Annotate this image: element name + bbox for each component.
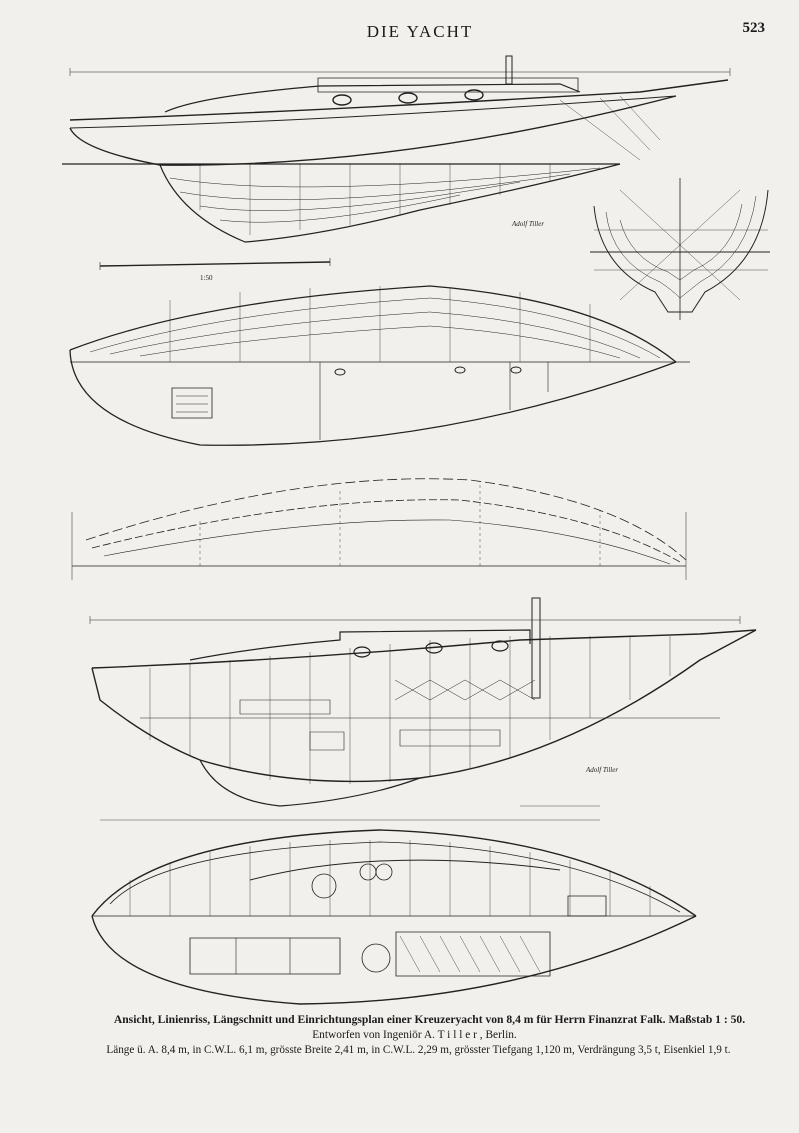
yacht-plans: 1:50 Adolf Tiller xyxy=(0,0,799,1010)
longitudinal-section: Adolf Tiller xyxy=(90,598,756,820)
caption-title: Ansicht, Linienriss, Längschnitt und Ein… xyxy=(113,1013,746,1026)
journal-title: DIE YACHT xyxy=(366,22,474,41)
page-header: DIE YACHT 523 xyxy=(0,18,799,48)
caption-designer: Entworfen von Ingeniör A. T i l l e r , … xyxy=(312,1029,517,1041)
diagonal-plan xyxy=(72,479,686,580)
scale-mark: 1:50 xyxy=(200,274,213,282)
body-plan xyxy=(590,178,770,320)
half-breadth-plan xyxy=(70,286,690,445)
caption-dimensions: Länge ü. A. 8,4 m, in C.W.L. 6,1 m, grös… xyxy=(106,1044,731,1056)
signature-bottom: Adolf Tiller xyxy=(585,766,618,774)
page-number: 523 xyxy=(742,20,766,36)
profile-view: 1:50 Adolf Tiller xyxy=(62,56,730,282)
plate-caption: Ansicht, Linienriss, Längschnitt und Ein… xyxy=(0,1013,799,1056)
accommodation-plan xyxy=(92,830,696,1004)
signature-top: Adolf Tiller xyxy=(511,220,544,228)
